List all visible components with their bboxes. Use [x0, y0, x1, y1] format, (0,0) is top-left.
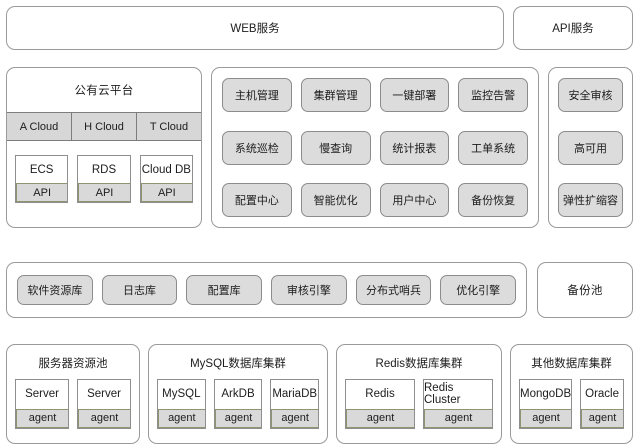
cloud-service-ecs[interactable]: ECS API	[15, 155, 69, 203]
api-service-label: API服务	[552, 23, 594, 35]
feature-backup-restore[interactable]: 备份恢复	[458, 183, 528, 217]
library-optimization-engine[interactable]: 优化引擎	[440, 275, 517, 305]
feature-monitoring-alert[interactable]: 监控告警	[458, 78, 528, 112]
cluster-other-db: 其他数据库集群 MongoDB agent Oracle agent	[510, 344, 633, 444]
service-layer-row: WEB服务 API服务	[6, 6, 633, 50]
library-layer-row: 软件资源库 日志库 配置库 审核引擎 分布式哨兵 优化引擎 备份池	[6, 262, 633, 318]
cloud-service-rds[interactable]: RDS API	[77, 155, 131, 203]
feature-ticket-system[interactable]: 工单系统	[458, 130, 528, 165]
node-mysql[interactable]: MySQL agent	[157, 378, 206, 429]
node-mariadb-agent: agent	[271, 408, 319, 428]
feature-statistics-report[interactable]: 统计报表	[379, 130, 450, 165]
node-redis-agent: agent	[346, 408, 414, 428]
cluster-mysql: MySQL数据库集群 MySQL agent ArkDB agent Maria…	[148, 344, 328, 444]
node-server-1-name: Server	[25, 388, 59, 400]
cloud-service-ecs-name: ECS	[29, 163, 54, 176]
public-cloud-title: 公有云平台	[74, 85, 134, 97]
feature-system-inspection[interactable]: 系统巡检	[222, 130, 292, 165]
node-redis-name: Redis	[365, 388, 395, 400]
node-redis-cluster-agent: agent	[424, 408, 492, 428]
web-service-panel[interactable]: WEB服务	[6, 6, 504, 50]
cluster-server-pool: 服务器资源池 Server agent Server agent	[6, 344, 140, 444]
node-server-2[interactable]: Server agent	[77, 378, 131, 429]
node-arkdb-agent: agent	[214, 408, 262, 428]
cloud-service-rds-api: API	[78, 183, 130, 202]
feature-row-2: 系统巡检 慢查询 统计报表 工单系统	[222, 130, 528, 165]
cloud-service-ecs-api: API	[16, 183, 68, 202]
cluster-redis-title: Redis数据库集群	[375, 358, 463, 370]
web-service-label: WEB服务	[230, 23, 280, 35]
library-software-repository[interactable]: 软件资源库	[17, 275, 93, 305]
cloud-vendor-a-label: A Cloud	[19, 120, 59, 133]
api-service-panel[interactable]: API服务	[513, 6, 633, 50]
library-config-repository[interactable]: 配置库	[186, 275, 263, 305]
library-log-repository[interactable]: 日志库	[101, 275, 178, 305]
feature-host-management[interactable]: 主机管理	[222, 78, 292, 112]
node-redis-cluster-name: Redis Cluster	[424, 382, 461, 406]
cloud-vendor-t[interactable]: T Cloud	[137, 113, 201, 140]
feature-user-center[interactable]: 用户中心	[379, 183, 450, 217]
cluster-other-db-title: 其他数据库集群	[531, 358, 612, 370]
feature-row-1: 主机管理 集群管理 一键部署 监控告警	[222, 78, 528, 112]
capability-elastic-scaling[interactable]: 弹性扩缩容	[558, 183, 623, 217]
cluster-mysql-title: MySQL数据库集群	[190, 358, 286, 370]
node-mongodb-agent: agent	[520, 408, 572, 428]
node-oracle[interactable]: Oracle agent	[580, 378, 624, 429]
resource-layer-row: 服务器资源池 Server agent Server agent MySQL数据…	[6, 344, 633, 444]
cloud-service-clouddb[interactable]: Cloud DB API	[139, 155, 193, 203]
cloud-vendor-h[interactable]: H Cloud	[72, 113, 137, 140]
public-cloud-header: 公有云平台	[7, 68, 201, 112]
node-server-2-name: Server	[87, 388, 121, 400]
node-redis-cluster[interactable]: Redis Cluster agent	[423, 378, 493, 429]
node-oracle-name: Oracle	[585, 388, 619, 400]
cluster-redis-nodes: Redis agent Redis Cluster agent	[345, 376, 493, 435]
feature-one-click-deploy[interactable]: 一键部署	[379, 78, 450, 112]
feature-cluster-management[interactable]: 集群管理	[300, 78, 371, 112]
cloud-service-rds-name: RDS	[91, 163, 117, 176]
cloud-vendor-row: A Cloud H Cloud T Cloud	[7, 112, 201, 141]
cloud-vendor-h-label: H Cloud	[84, 120, 124, 133]
node-mongodb-name: MongoDB	[520, 388, 572, 400]
feature-slow-query[interactable]: 慢查询	[300, 130, 371, 165]
feature-modules-panel: 主机管理 集群管理 一键部署 监控告警 系统巡检 慢查询 统计报表 工单系统 配…	[211, 67, 539, 228]
library-audit-engine[interactable]: 审核引擎	[271, 275, 347, 305]
library-distributed-sentinel[interactable]: 分布式哨兵	[355, 275, 432, 305]
node-server-1[interactable]: Server agent	[15, 378, 69, 429]
node-mongodb[interactable]: MongoDB agent	[519, 378, 573, 429]
feature-row-3: 配置中心 智能优化 用户中心 备份恢复	[222, 183, 528, 217]
node-redis[interactable]: Redis agent	[345, 378, 415, 429]
node-arkdb-name: ArkDB	[221, 388, 255, 400]
feature-config-center[interactable]: 配置中心	[222, 183, 292, 217]
cloud-vendor-t-label: T Cloud	[149, 120, 189, 133]
public-cloud-panel: 公有云平台 A Cloud H Cloud T Cloud ECS API	[6, 67, 202, 228]
platform-layer-row: 公有云平台 A Cloud H Cloud T Cloud ECS API	[6, 67, 633, 228]
node-mysql-agent: agent	[158, 408, 205, 428]
node-mysql-name: MySQL	[162, 388, 201, 400]
feature-smart-optimization[interactable]: 智能优化	[300, 183, 371, 217]
cloud-service-clouddb-api: API	[140, 183, 192, 202]
node-arkdb[interactable]: ArkDB agent	[213, 378, 263, 429]
backup-pool-panel[interactable]: 备份池	[537, 262, 633, 318]
cluster-other-db-nodes: MongoDB agent Oracle agent	[519, 376, 624, 435]
capability-panel: 安全审核 高可用 弹性扩缩容	[548, 67, 633, 228]
cluster-redis: Redis数据库集群 Redis agent Redis Cluster age…	[336, 344, 502, 444]
cloud-service-row: ECS API RDS API Cloud DB API	[7, 141, 201, 227]
cluster-server-pool-title: 服务器资源池	[38, 358, 108, 370]
node-server-2-agent: agent	[78, 408, 130, 428]
capability-high-availability[interactable]: 高可用	[558, 130, 623, 165]
cluster-server-pool-nodes: Server agent Server agent	[15, 376, 131, 435]
node-mariadb[interactable]: MariaDB agent	[270, 378, 320, 429]
capability-security-audit[interactable]: 安全审核	[558, 78, 623, 112]
backup-pool-label: 备份池	[567, 285, 603, 297]
node-oracle-agent: agent	[581, 408, 623, 428]
cloud-service-clouddb-name: Cloud DB	[141, 163, 191, 176]
cluster-mysql-nodes: MySQL agent ArkDB agent MariaDB agent	[157, 376, 320, 435]
cloud-vendor-a[interactable]: A Cloud	[7, 113, 72, 140]
node-mariadb-name: MariaDB	[272, 388, 318, 400]
node-server-1-agent: agent	[16, 408, 68, 428]
library-panel: 软件资源库 日志库 配置库 审核引擎 分布式哨兵 优化引擎	[6, 262, 527, 318]
